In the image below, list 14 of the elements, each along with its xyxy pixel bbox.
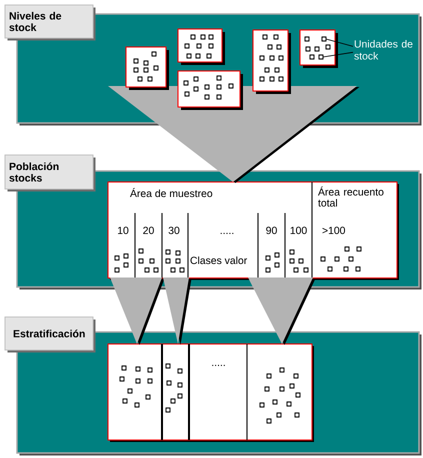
class-value: 10 xyxy=(118,226,128,234)
class-caption: Clases valor xyxy=(190,256,248,264)
class-value: 100 xyxy=(290,226,307,234)
funnel-arrow xyxy=(248,278,316,345)
class-value: >100 xyxy=(322,226,345,234)
heading-tab: Población stocks xyxy=(4,154,96,192)
class-value: 90 xyxy=(266,226,277,234)
class-value: 30 xyxy=(168,226,180,234)
area-heading: Área de muestreo xyxy=(130,188,212,198)
class-value: 20 xyxy=(143,226,154,234)
funnel-arrow xyxy=(163,278,192,345)
funnel-arrow xyxy=(110,278,164,345)
ellipsis: ..... xyxy=(220,232,234,234)
area-heading: Área recuento total xyxy=(318,186,384,207)
